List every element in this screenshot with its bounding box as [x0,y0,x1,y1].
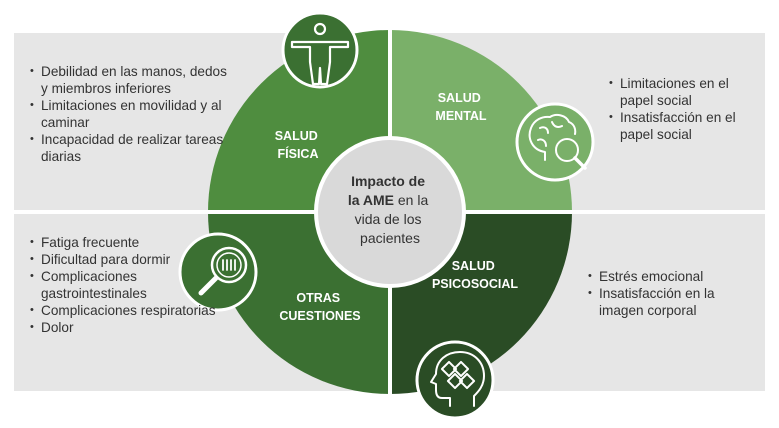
list-item: Dolor [30,319,220,336]
list-item: Estrés emocional [588,268,738,285]
list-otras-cuestiones: Fatiga frecuenteDificultad para dormirCo… [30,234,220,336]
list-salud-mental: Limitaciones en el papel socialInsatisfa… [609,75,759,143]
list-item: Complicaciones gastrointestinales [30,268,220,302]
label-otras-cuestiones: OTRAS CUESTIONES [279,291,360,323]
center-title: Impacto de la AME en la vida de los paci… [348,173,432,246]
human-body-icon [281,11,359,89]
label-salud-mental: SALUD MENTAL [435,91,487,123]
label-salud-mental-line2: MENTAL [435,109,487,123]
label-salud-fisica-line1: SALUD [275,129,318,143]
center-line-4: pacientes [360,230,420,246]
list-item: Limitaciones en el papel social [609,75,759,109]
label-otras-cuestiones-line2: CUESTIONES [279,309,360,323]
label-otras-cuestiones-line1: OTRAS [296,291,340,305]
list-item: Fatiga frecuente [30,234,220,251]
label-salud-fisica-line2: FÍSICA [278,146,319,161]
list-item: Limitaciones en movilidad y al caminar [30,97,230,131]
label-salud-psicosocial-line1: SALUD [452,259,495,273]
label-salud-psicosocial: SALUD PSICOSOCIAL [432,259,518,291]
list-item: Insatisfacción en el papel social [609,109,759,143]
center-circle [314,136,466,288]
list-salud-fisica: Debilidad en las manos, dedos y miembros… [30,63,230,165]
center-line-2-rest: en la [394,192,428,208]
label-salud-mental-line1: SALUD [438,91,481,105]
list-item: Dificultad para dormir [30,251,220,268]
brain-magnifier-icon [515,102,595,182]
label-salud-psicosocial-line2: PSICOSOCIAL [432,277,518,291]
center-line-2: la AME en la [348,192,429,208]
head-puzzle-icon [415,340,495,420]
center-line-2-bold: la AME [348,192,394,208]
list-item: Incapacidad de realizar tareas diarias [30,131,230,165]
list-item: Insatisfacción en la imagen corporal [588,285,738,319]
center-line-1: Impacto de [351,173,425,189]
list-item: Debilidad en las manos, dedos y miembros… [30,63,230,97]
label-salud-fisica: SALUD FÍSICA [275,129,322,161]
list-item: Complicaciones respiratorias [30,302,220,319]
list-salud-psicosocial: Estrés emocionalInsatisfacción en la ima… [588,268,738,319]
center-line-3: vida de los [355,211,422,227]
